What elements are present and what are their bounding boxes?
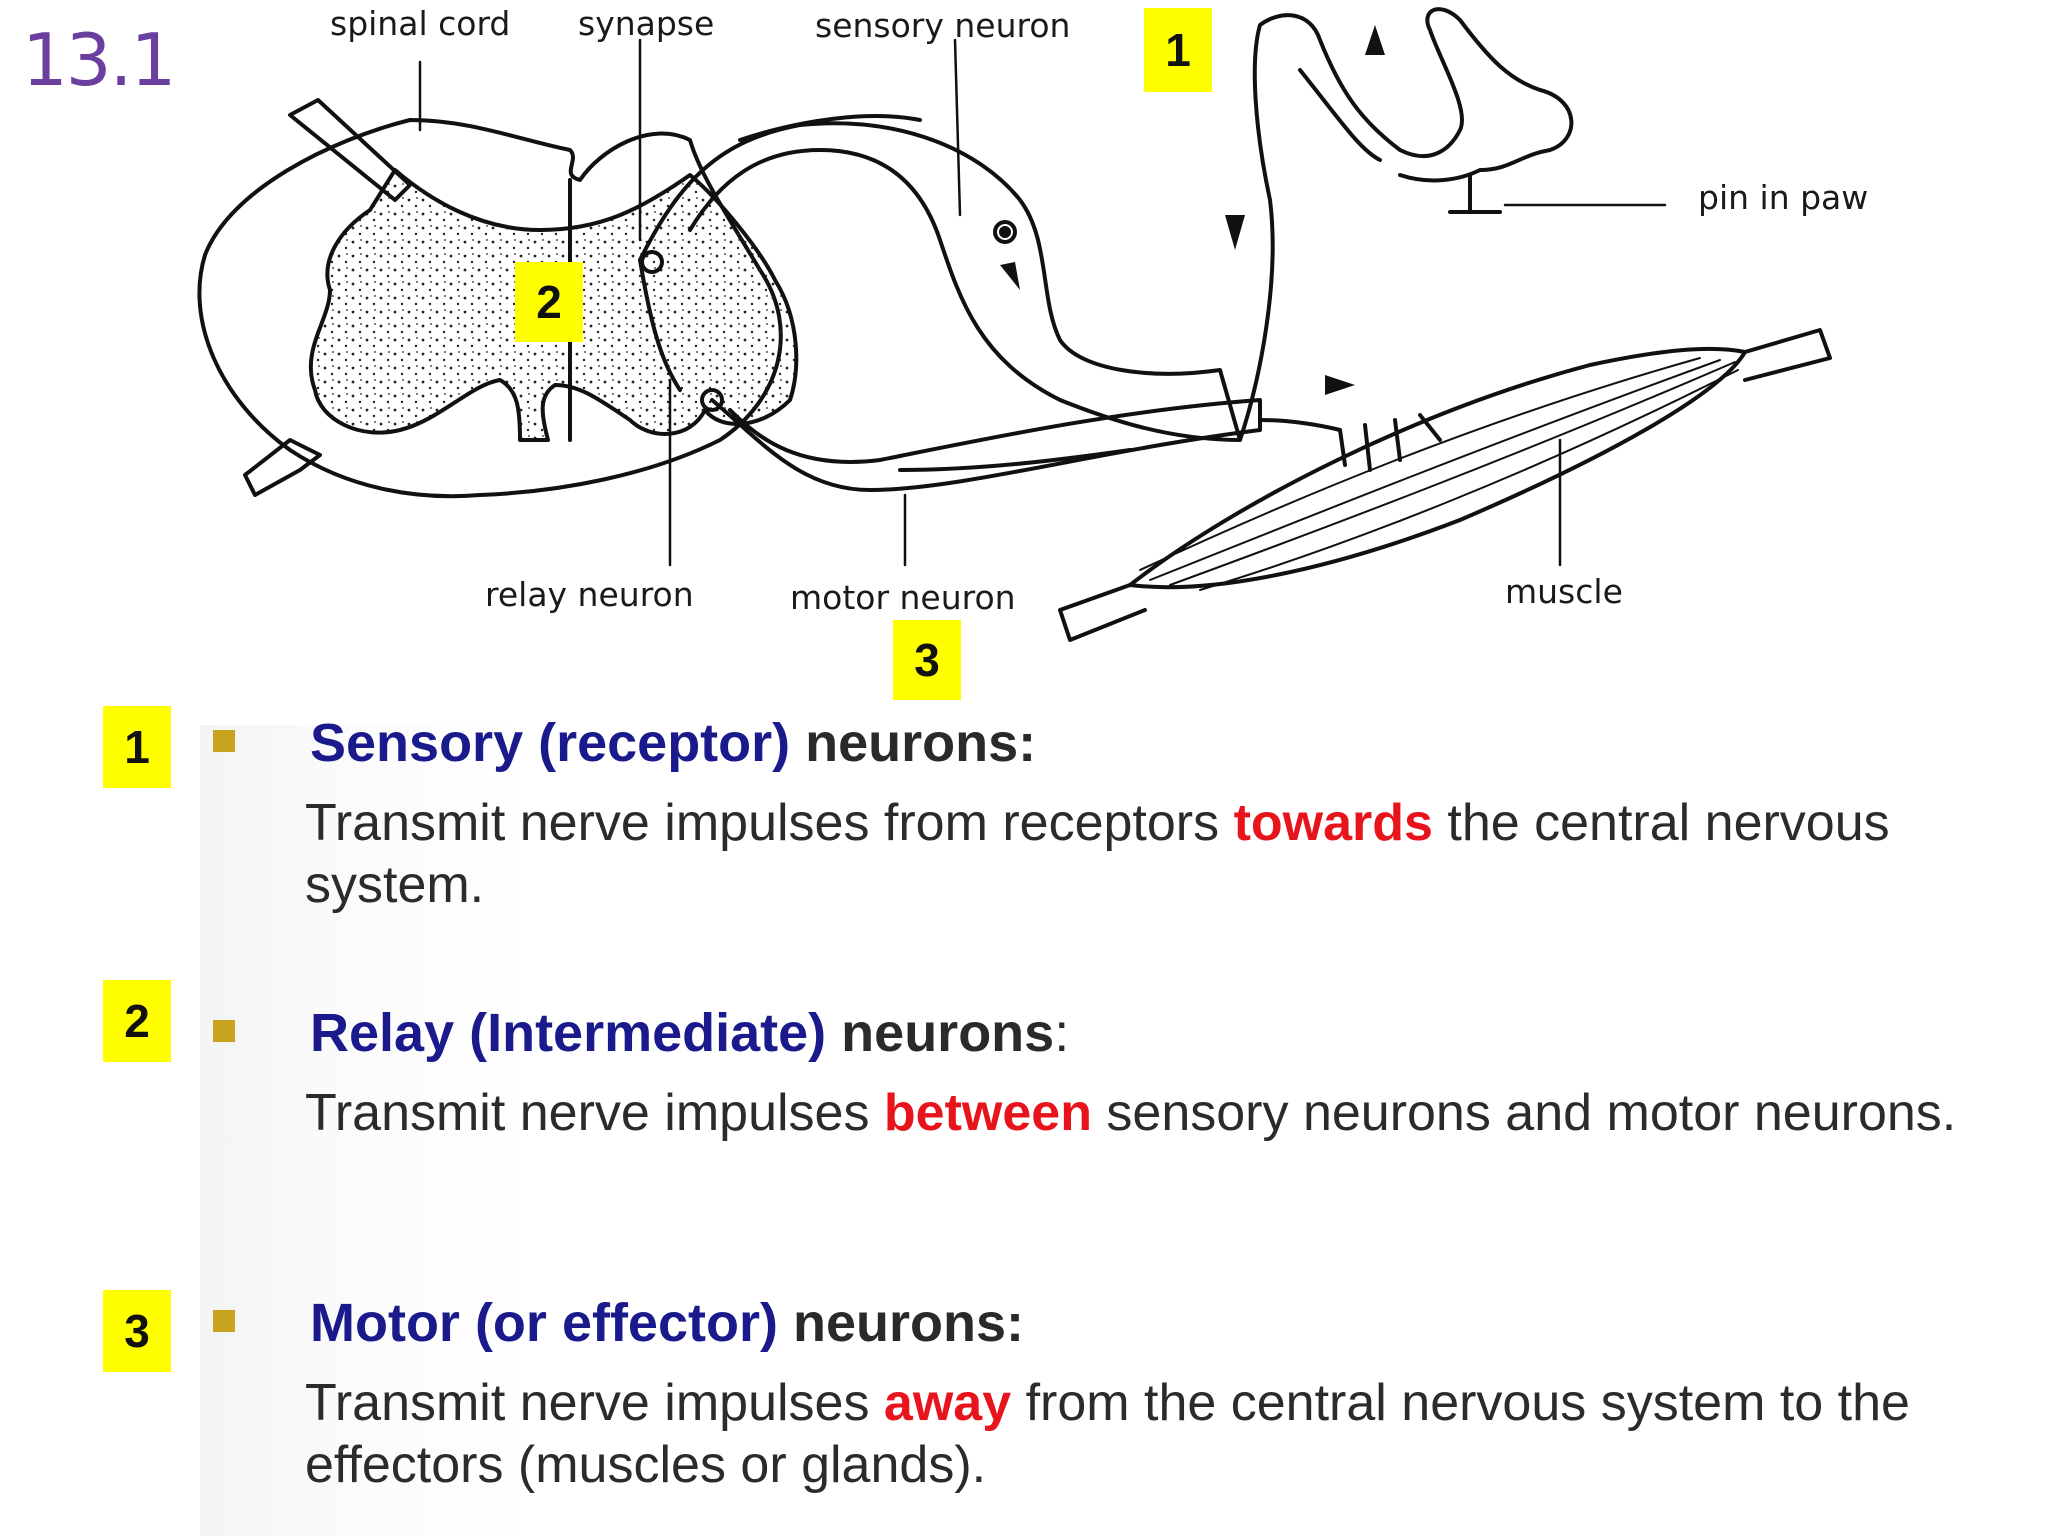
slide-number: 13.1 — [22, 18, 176, 102]
label-sensory-neuron: sensory neuron — [815, 6, 1071, 45]
item-1-desc-after: the central nervous system. — [305, 794, 1890, 914]
item-3-highlight: away — [883, 1374, 1012, 1432]
item-3-term: Motor (or effector) — [310, 1293, 778, 1353]
sensory-neuron-path — [638, 121, 1242, 442]
paw-outline — [1238, 7, 1574, 442]
label-muscle: muscle — [1505, 572, 1623, 611]
dorsal-root — [288, 98, 412, 202]
item-1-term: Sensory (receptor) — [310, 713, 791, 773]
item-3-rest: neurons: — [777, 1293, 1024, 1353]
item-1-desc-before: Transmit nerve impulses from receptors — [305, 794, 1234, 852]
motor-end-plates — [1258, 413, 1442, 472]
bullet-icon — [213, 1020, 235, 1042]
spinal-cord-outline — [197, 118, 783, 499]
item-3-description: Transmit nerve impulses away from the ce… — [305, 1372, 2048, 1496]
item-3-number: 3 — [103, 1290, 171, 1372]
marker-2: 2 — [515, 262, 583, 342]
marker-1: 1 — [1144, 8, 1212, 92]
label-motor-neuron: motor neuron — [790, 578, 1016, 617]
label-synapse: synapse — [578, 4, 715, 43]
item-2-heading: Relay (Intermediate) neurons: — [310, 1002, 1069, 1064]
item-1-description: Transmit nerve impulses from receptors t… — [305, 792, 2048, 916]
motor-neuron-path — [710, 398, 1262, 492]
bullet-icon — [213, 1310, 235, 1332]
item-2-highlight: between — [883, 1084, 1092, 1142]
label-pin-in-paw: pin in paw — [1698, 178, 1869, 217]
item-2-desc-after: sensory neurons and motor neurons. — [1091, 1084, 1957, 1142]
item-3-desc-after: from the central nervous system to the e… — [305, 1374, 1910, 1494]
item-2-description: Transmit nerve impulses between sensory … — [305, 1082, 2048, 1144]
content-background — [200, 725, 2048, 1536]
bullet-icon — [213, 730, 235, 752]
item-3-desc-before: Transmit nerve impulses — [305, 1374, 884, 1432]
label-spinal-cord: spinal cord — [330, 4, 511, 43]
item-1-number: 1 — [103, 706, 171, 788]
item-2-desc-before: Transmit nerve impulses — [305, 1084, 884, 1142]
reflex-arc-diagram — [197, 7, 1832, 642]
relay-neuron — [638, 258, 682, 392]
item-2-rest-tail: : — [1054, 1003, 1070, 1063]
item-2-term: Relay (Intermediate) — [310, 1003, 827, 1063]
pin — [1448, 173, 1502, 214]
item-2-rest: neurons — [826, 1003, 1055, 1063]
item-3-heading: Motor (or effector) neurons: — [310, 1292, 1024, 1354]
item-1-highlight: towards — [1233, 794, 1433, 852]
item-1-rest: neurons: — [790, 713, 1037, 773]
marker-3: 3 — [893, 620, 961, 700]
label-relay-neuron: relay neuron — [485, 575, 694, 614]
item-2-number: 2 — [103, 980, 171, 1062]
item-1-heading: Sensory (receptor) neurons: — [310, 712, 1036, 774]
